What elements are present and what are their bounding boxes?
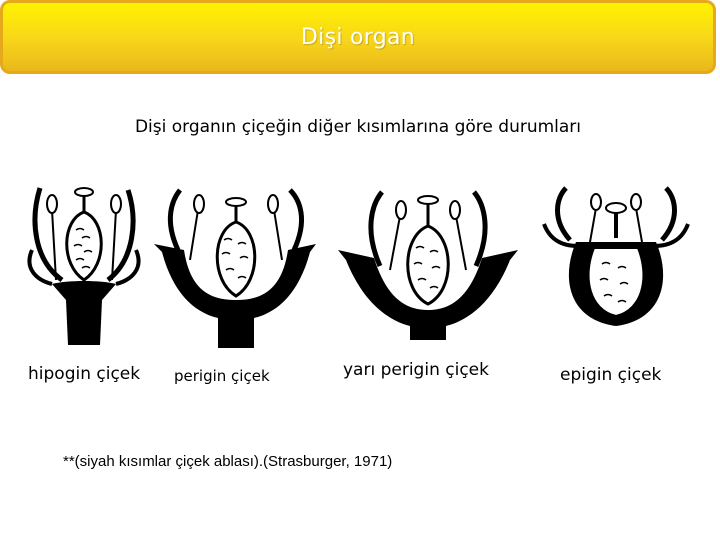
- half-perigynous-flower-icon: [338, 190, 518, 340]
- source-footnote: **(siyah kısımlar çiçek ablası).(Strasbu…: [63, 453, 393, 470]
- hypogynous-flower-icon: [27, 187, 141, 345]
- page-title: Dişi organ: [300, 25, 416, 50]
- half-perigynous-flower-figure: [334, 180, 524, 350]
- epigynous-flower-icon: [542, 186, 690, 326]
- label-hypogynous: hipogin çiçek: [28, 364, 141, 384]
- subtitle: Dişi organın çiçeğin diğer kısımlarına g…: [134, 117, 582, 137]
- epigynous-flower-figure: [536, 180, 696, 350]
- perigynous-flower-figure: [150, 180, 320, 350]
- label-epigynous: epigin çiçek: [560, 365, 662, 385]
- label-half-perigynous: yarı perigin çiçek: [343, 360, 489, 380]
- title-banner: Dişi organ: [0, 0, 716, 74]
- perigynous-flower-icon: [154, 188, 316, 348]
- hypogynous-flower-figure: [22, 180, 147, 350]
- label-perigynous: perigin çiçek: [174, 367, 270, 385]
